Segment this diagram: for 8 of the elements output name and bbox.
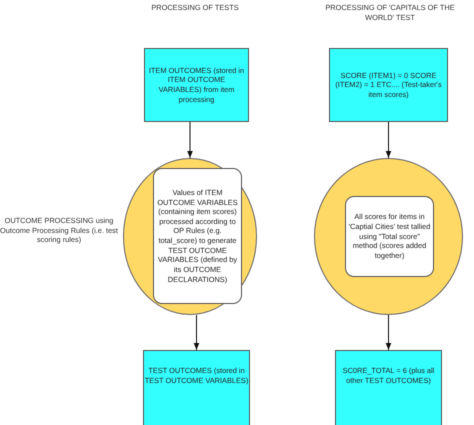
arrow	[187, 122, 193, 158]
arrow	[386, 122, 392, 158]
process-box	[144, 48, 249, 122]
arrow	[194, 314, 200, 350]
process-box	[143, 350, 250, 425]
process-box	[335, 350, 442, 425]
arrow	[386, 314, 392, 350]
process-box	[329, 48, 448, 122]
